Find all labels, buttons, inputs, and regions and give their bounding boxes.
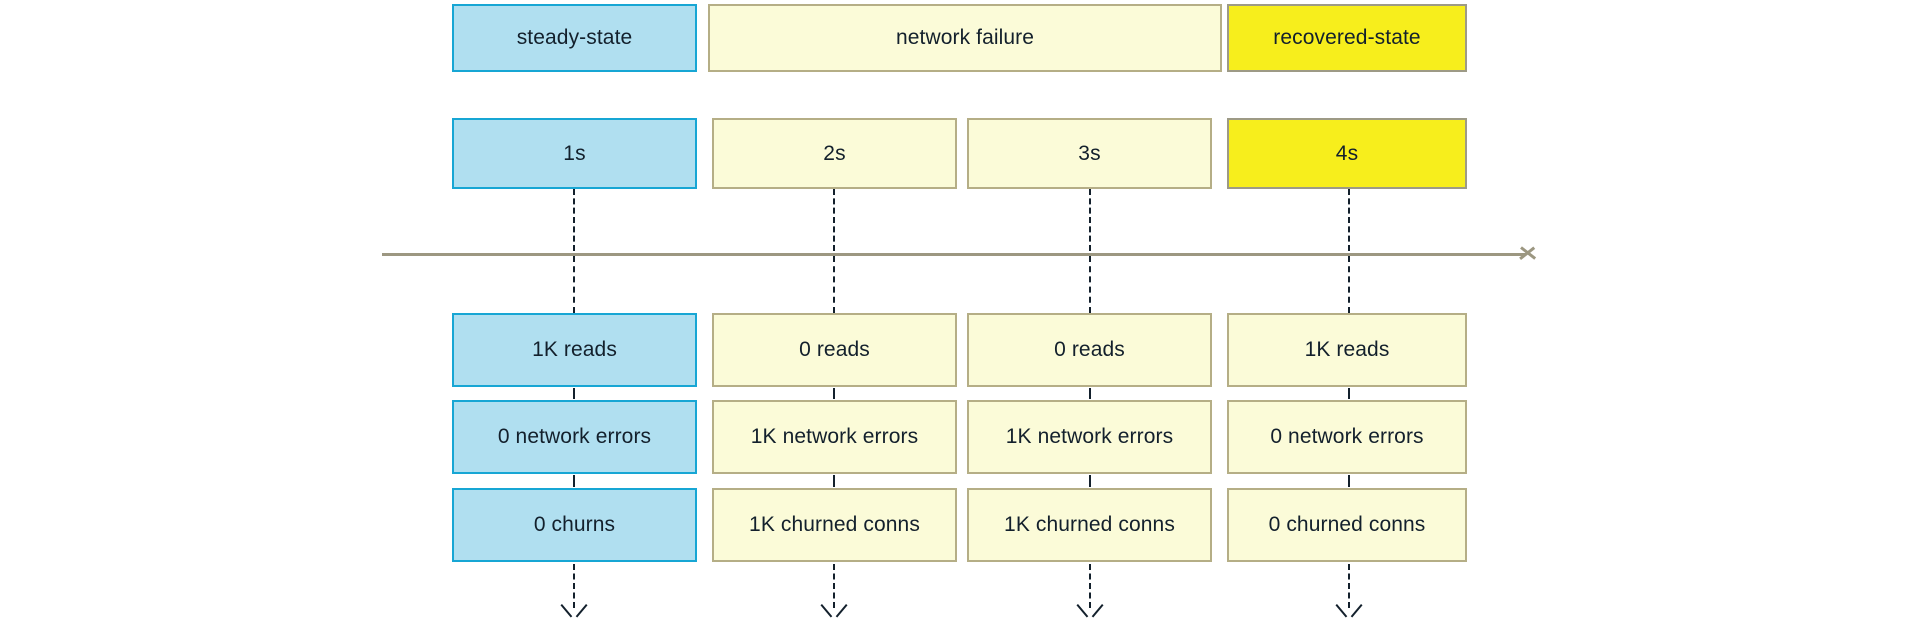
connector-axis-to-metric-3 bbox=[1089, 256, 1091, 313]
metric-label: 0 churns bbox=[533, 513, 616, 537]
phase-label: steady-state bbox=[516, 26, 633, 50]
connector-errors-to-churns-4 bbox=[1348, 475, 1350, 487]
tick-3s: 3s bbox=[967, 118, 1212, 189]
connector-reads-to-errors-1 bbox=[573, 388, 575, 399]
metric-cell-reads-3s: 0 reads bbox=[967, 313, 1212, 387]
tick-label: 2s bbox=[823, 141, 846, 165]
metric-cell-churns-3s: 1K churned conns bbox=[967, 488, 1212, 562]
metric-cell-churns-4s: 0 churned conns bbox=[1227, 488, 1467, 562]
connector-axis-to-metric-4 bbox=[1348, 256, 1350, 313]
metric-label: 0 network errors bbox=[1270, 425, 1424, 449]
metric-cell-reads-2s: 0 reads bbox=[712, 313, 957, 387]
metric-cell-churns-2s: 1K churned conns bbox=[712, 488, 957, 562]
metric-label: 0 reads bbox=[799, 338, 870, 362]
tick-label: 1s bbox=[563, 141, 586, 165]
connector-errors-to-churns-2 bbox=[833, 475, 835, 487]
connector-reads-to-errors-4 bbox=[1348, 388, 1350, 399]
down-arrow-icon-4 bbox=[1337, 604, 1361, 622]
tick-label: 3s bbox=[1078, 141, 1101, 165]
metric-cell-churns-1s: 0 churns bbox=[452, 488, 697, 562]
bottom-connector-1 bbox=[573, 564, 575, 608]
metric-label: 1K network errors bbox=[1005, 425, 1174, 449]
metric-cell-errors-1s: 0 network errors bbox=[452, 400, 697, 474]
metric-label: 1K churned conns bbox=[749, 513, 920, 537]
connector-tick-to-axis-3 bbox=[1089, 189, 1091, 251]
phase-label: recovered-state bbox=[1273, 26, 1421, 50]
metric-cell-errors-2s: 1K network errors bbox=[712, 400, 957, 474]
metric-cell-reads-4s: 1K reads bbox=[1227, 313, 1467, 387]
phase-network-failure: network failure bbox=[708, 4, 1222, 72]
metric-cell-reads-1s: 1K reads bbox=[452, 313, 697, 387]
connector-errors-to-churns-1 bbox=[573, 475, 575, 487]
metric-label: 0 churned conns bbox=[1268, 513, 1426, 537]
metric-label: 1K network errors bbox=[750, 425, 919, 449]
connector-axis-to-metric-1 bbox=[573, 256, 575, 313]
metric-label: 0 network errors bbox=[497, 425, 652, 449]
metric-label: 1K churned conns bbox=[1004, 513, 1175, 537]
bottom-connector-2 bbox=[833, 564, 835, 608]
phase-label: network failure bbox=[895, 26, 1035, 50]
metric-label: 1K reads bbox=[1304, 338, 1390, 362]
connector-tick-to-axis-4 bbox=[1348, 189, 1350, 251]
metric-cell-errors-3s: 1K network errors bbox=[967, 400, 1212, 474]
connector-axis-to-metric-2 bbox=[833, 256, 835, 313]
connector-reads-to-errors-2 bbox=[833, 388, 835, 399]
down-arrow-icon-1 bbox=[562, 604, 586, 622]
phase-steady-state: steady-state bbox=[452, 4, 697, 72]
metric-label: 1K reads bbox=[532, 338, 617, 362]
bottom-connector-3 bbox=[1089, 564, 1091, 608]
down-arrow-icon-2 bbox=[822, 604, 846, 622]
timeline-axis bbox=[382, 253, 1525, 256]
bottom-connector-4 bbox=[1348, 564, 1350, 608]
tick-1s: 1s bbox=[452, 118, 697, 189]
tick-2s: 2s bbox=[712, 118, 957, 189]
connector-errors-to-churns-3 bbox=[1089, 475, 1091, 487]
connector-reads-to-errors-3 bbox=[1089, 388, 1091, 399]
timeline-arrow-icon bbox=[1521, 242, 1543, 264]
tick-label: 4s bbox=[1335, 141, 1359, 165]
metric-cell-errors-4s: 0 network errors bbox=[1227, 400, 1467, 474]
down-arrow-icon-3 bbox=[1078, 604, 1102, 622]
phase-recovered-state: recovered-state bbox=[1227, 4, 1467, 72]
connector-tick-to-axis-2 bbox=[833, 189, 835, 251]
connector-tick-to-axis-1 bbox=[573, 189, 575, 251]
tick-4s: 4s bbox=[1227, 118, 1467, 189]
metric-label: 0 reads bbox=[1054, 338, 1125, 362]
